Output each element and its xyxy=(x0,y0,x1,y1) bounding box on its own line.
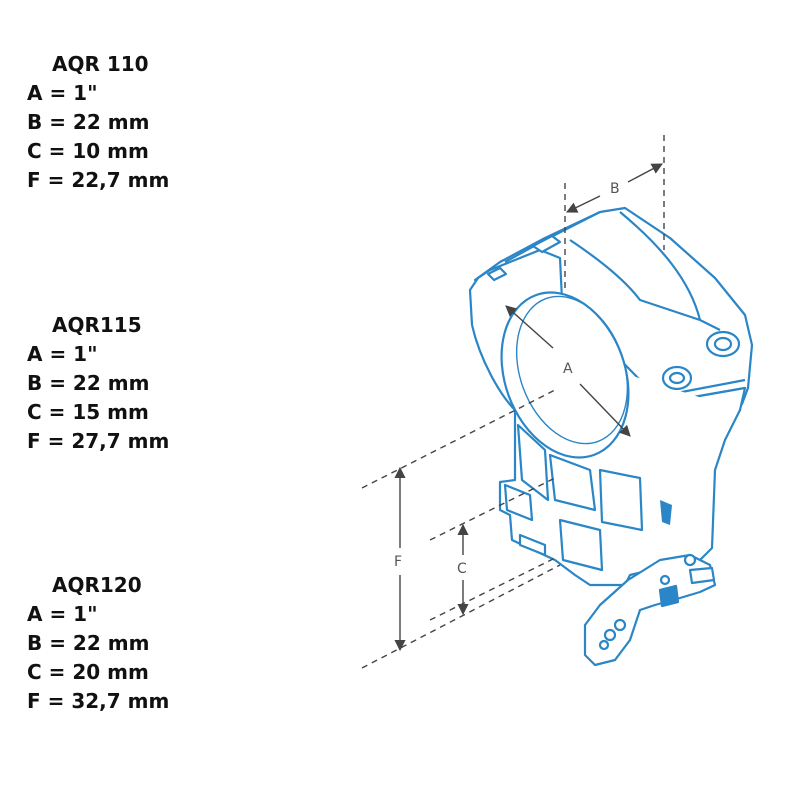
spec-line-f: F = 22,7 mm xyxy=(27,168,170,192)
spec-title: AQR115 xyxy=(52,313,142,337)
dimension-label-b: B xyxy=(610,181,620,197)
spec-line-a: A = 1" xyxy=(27,602,98,626)
spec-line-c: C = 10 mm xyxy=(27,139,149,163)
dimension-label-a: A xyxy=(563,361,573,377)
spec-title: AQR120 xyxy=(52,573,142,597)
spec-line-f: F = 27,7 mm xyxy=(27,429,170,453)
mount-outline xyxy=(468,206,754,667)
dimension-label-c: C xyxy=(457,561,467,577)
dimension-label-f: F xyxy=(394,554,402,570)
spec-block-aqr110: AQR 110 A = 1" B = 22 mm C = 10 mm F = 2… xyxy=(27,50,169,195)
spec-line-b: B = 22 mm xyxy=(27,371,150,395)
spec-line-b: B = 22 mm xyxy=(27,631,150,655)
spec-line-a: A = 1" xyxy=(27,81,98,105)
spec-line-f: F = 32,7 mm xyxy=(27,689,170,713)
spec-line-b: B = 22 mm xyxy=(27,110,150,134)
spec-block-aqr120: AQR120 A = 1" B = 22 mm C = 20 mm F = 32… xyxy=(27,571,169,716)
spec-block-aqr115: AQR115 A = 1" B = 22 mm C = 15 mm F = 27… xyxy=(27,311,169,456)
dimension-lines xyxy=(361,135,665,669)
spec-line-c: C = 20 mm xyxy=(27,660,149,684)
spec-title: AQR 110 xyxy=(52,52,149,76)
spec-line-a: A = 1" xyxy=(27,342,98,366)
spec-line-c: C = 15 mm xyxy=(27,400,149,424)
